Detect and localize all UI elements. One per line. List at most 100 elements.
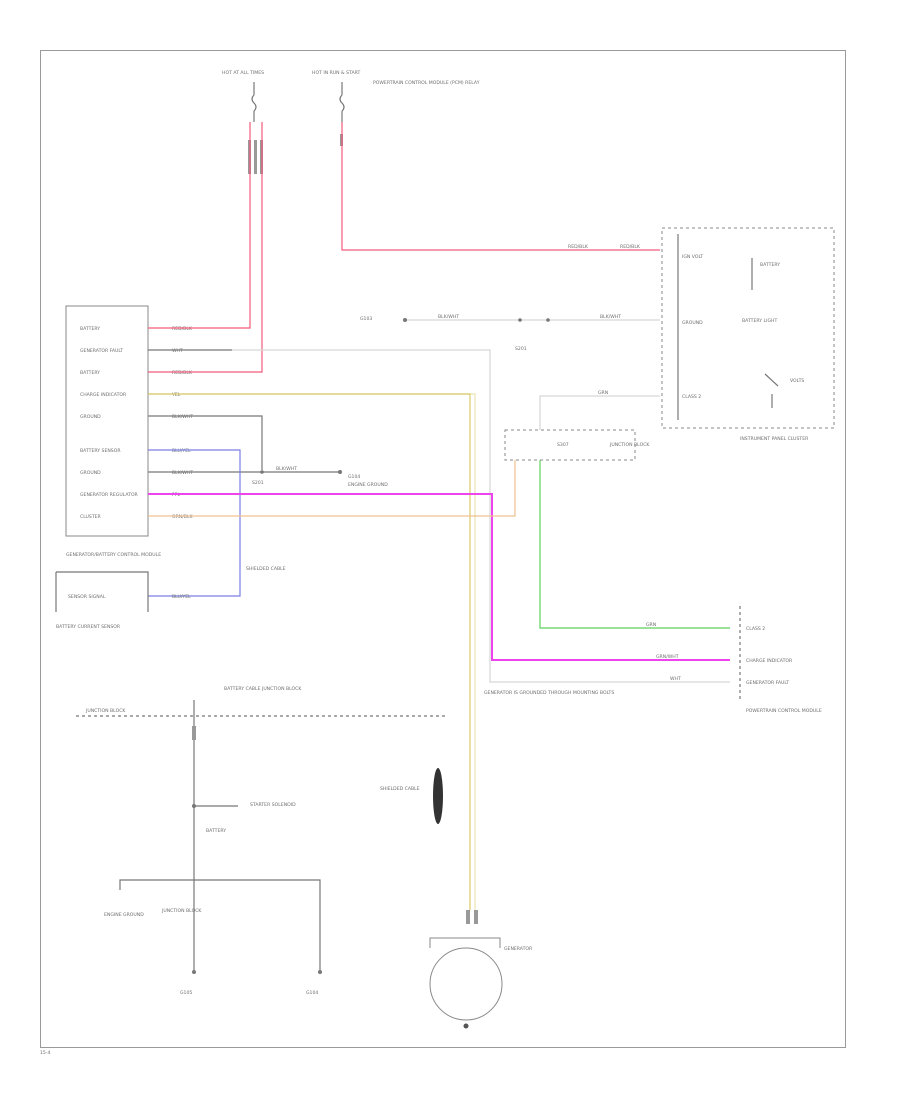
pcm-pin: CHARGE INDICATOR: [746, 658, 793, 664]
diagram-frame: [40, 50, 846, 1048]
fuse-icon-1: [251, 82, 257, 122]
generator-note: GENERATOR IS GROUNDED THROUGH MOUNTING B…: [484, 690, 614, 696]
wire-label: BLK/WHT: [276, 466, 297, 472]
instrument-panel-cluster-box: [661, 227, 835, 429]
pcm-pin: GENERATOR FAULT: [746, 680, 789, 686]
wire-label: ORN/BLK: [172, 514, 194, 520]
wire-label: RED/BLK: [568, 244, 589, 250]
sensor-box: [56, 571, 149, 612]
connector-icon: [466, 910, 470, 924]
connector-icon: [254, 140, 257, 174]
battery-label: BATTERY: [206, 828, 226, 834]
generator-battery-control-module-box: [65, 305, 149, 537]
module-pin: CHARGE INDICATOR: [80, 392, 127, 398]
module-left-title: GENERATOR/BATTERY CONTROL MODULE: [66, 552, 161, 558]
shielded-cable-icon: [433, 768, 443, 824]
wire-label: BLK/WHT: [600, 314, 621, 320]
starter-label: STARTER SOLENOID: [250, 802, 296, 808]
wire-class2: [539, 460, 730, 629]
module-pin: CLUSTER: [80, 514, 102, 520]
wire-branch-left: [119, 870, 195, 890]
module-pin: GENERATOR REGULATOR: [80, 492, 139, 498]
ground-label: G103: [360, 316, 372, 322]
sheet-label: BATTERY CABLE JUNCTION BLOCK: [224, 686, 302, 692]
module-pin: BATTERY SENSOR: [80, 448, 121, 454]
wire-label: BLK/WHT: [172, 470, 193, 476]
pcm-pin: CLASS 2: [746, 626, 765, 632]
splice-label: S201: [252, 480, 264, 486]
ground-icon: [318, 970, 322, 974]
ground-icon: [338, 470, 342, 474]
branch-label: JUNCTION BLOCK: [161, 908, 202, 914]
splice-box: [504, 429, 636, 461]
page-code: 15-4: [40, 1050, 51, 1056]
wire-ground: [148, 415, 263, 470]
cluster-label-volts: VOLTS: [790, 378, 804, 384]
module-pin: GROUND: [80, 414, 101, 420]
ground-label-2: G104: [348, 474, 360, 480]
ground-icon: [403, 318, 407, 322]
ground-note-left: ENGINE GROUND: [104, 912, 144, 918]
ground-note: ENGINE GROUND: [348, 482, 388, 488]
splice-dot: [546, 318, 550, 322]
module-pin: GENERATOR FAULT: [80, 348, 123, 354]
connector-icon: [474, 910, 478, 924]
sensor-title: BATTERY CURRENT SENSOR: [56, 624, 121, 630]
module-pin: GROUND: [80, 470, 101, 476]
ground-icon: [463, 1023, 469, 1029]
wire-label: RED/BLK: [172, 370, 193, 376]
cluster-label-battery-light: BATTERY LIGHT: [742, 318, 777, 324]
wire-label: GRN: [646, 622, 656, 628]
cluster-title: INSTRUMENT PANEL CLUSTER: [740, 436, 809, 442]
wire-label: BLK/WHT: [438, 314, 459, 320]
ground-label-3: G105: [180, 990, 192, 996]
fuse-hot-label-1: HOT AT ALL TIMES: [222, 70, 264, 76]
module-left-pins: BATTERY GENERATOR FAULT BATTERY CHARGE I…: [80, 326, 139, 520]
cluster-gauge: [764, 373, 779, 387]
splice-label: S201: [515, 346, 527, 352]
pcm-title: POWERTRAIN CONTROL MODULE: [746, 708, 822, 714]
wire-label: RED/BLK: [620, 244, 641, 250]
connector-icon: [192, 726, 196, 740]
wire-label: GRN: [598, 390, 608, 396]
wire-label: WHT: [670, 676, 681, 682]
wire-branch-right: [194, 879, 321, 970]
wire-sensor-signal: [148, 449, 241, 597]
wire-red-2: [232, 122, 263, 373]
generator-icon: [429, 947, 503, 1021]
cluster-pin-class2: CLASS 2: [682, 394, 701, 400]
wire-label: GRN/WHT: [656, 654, 679, 660]
ground-icon: [192, 970, 196, 974]
wire-label: BLK/WHT: [172, 414, 193, 420]
junction-label: JUNCTION BLOCK: [85, 708, 126, 714]
generator-title: GENERATOR: [504, 946, 533, 952]
fuse-icon-2: [339, 82, 345, 122]
splice-label-note: JUNCTION BLOCK: [609, 442, 650, 448]
cluster-pin-ign: IGN VOLT: [682, 254, 703, 260]
wire-generator-regulator: [148, 493, 730, 661]
generator-connector: [429, 937, 501, 948]
cluster-pin-ground: GROUND: [682, 320, 703, 326]
wire-label: YEL: [171, 392, 181, 398]
module-left-wire-labels: RED/BLK WHT RED/BLK YEL BLK/WHT BLU/YEL …: [171, 326, 194, 520]
ground-label-2b: G104: [306, 990, 318, 996]
splice-label-2: S307: [557, 442, 569, 448]
splice-dot: [518, 318, 522, 322]
fuse-hot-label-2: HOT IN RUN & START: [312, 70, 360, 76]
wire-label: RED/BLK: [172, 326, 193, 332]
pulse-note: SHIELDED CABLE: [246, 566, 286, 572]
fuse-hot-note: POWERTRAIN CONTROL MODULE (PCM) RELAY: [373, 80, 480, 86]
splice-dot: [260, 470, 264, 474]
module-pin: BATTERY: [80, 326, 100, 332]
wire-label: BLU/YEL: [172, 448, 191, 454]
wire-red-1: [232, 122, 251, 329]
wire-class2-cluster: [539, 395, 660, 430]
pulse-note-2: SHIELDED CABLE: [380, 786, 420, 792]
cluster-label-battery: BATTERY: [760, 262, 780, 268]
module-pin: BATTERY: [80, 370, 100, 376]
wire-red-3: [341, 122, 660, 251]
wire-label: WHT: [172, 348, 183, 354]
wire-charge-indicator-2: [148, 393, 476, 910]
sensor-wire: BLU/YEL: [172, 594, 191, 600]
